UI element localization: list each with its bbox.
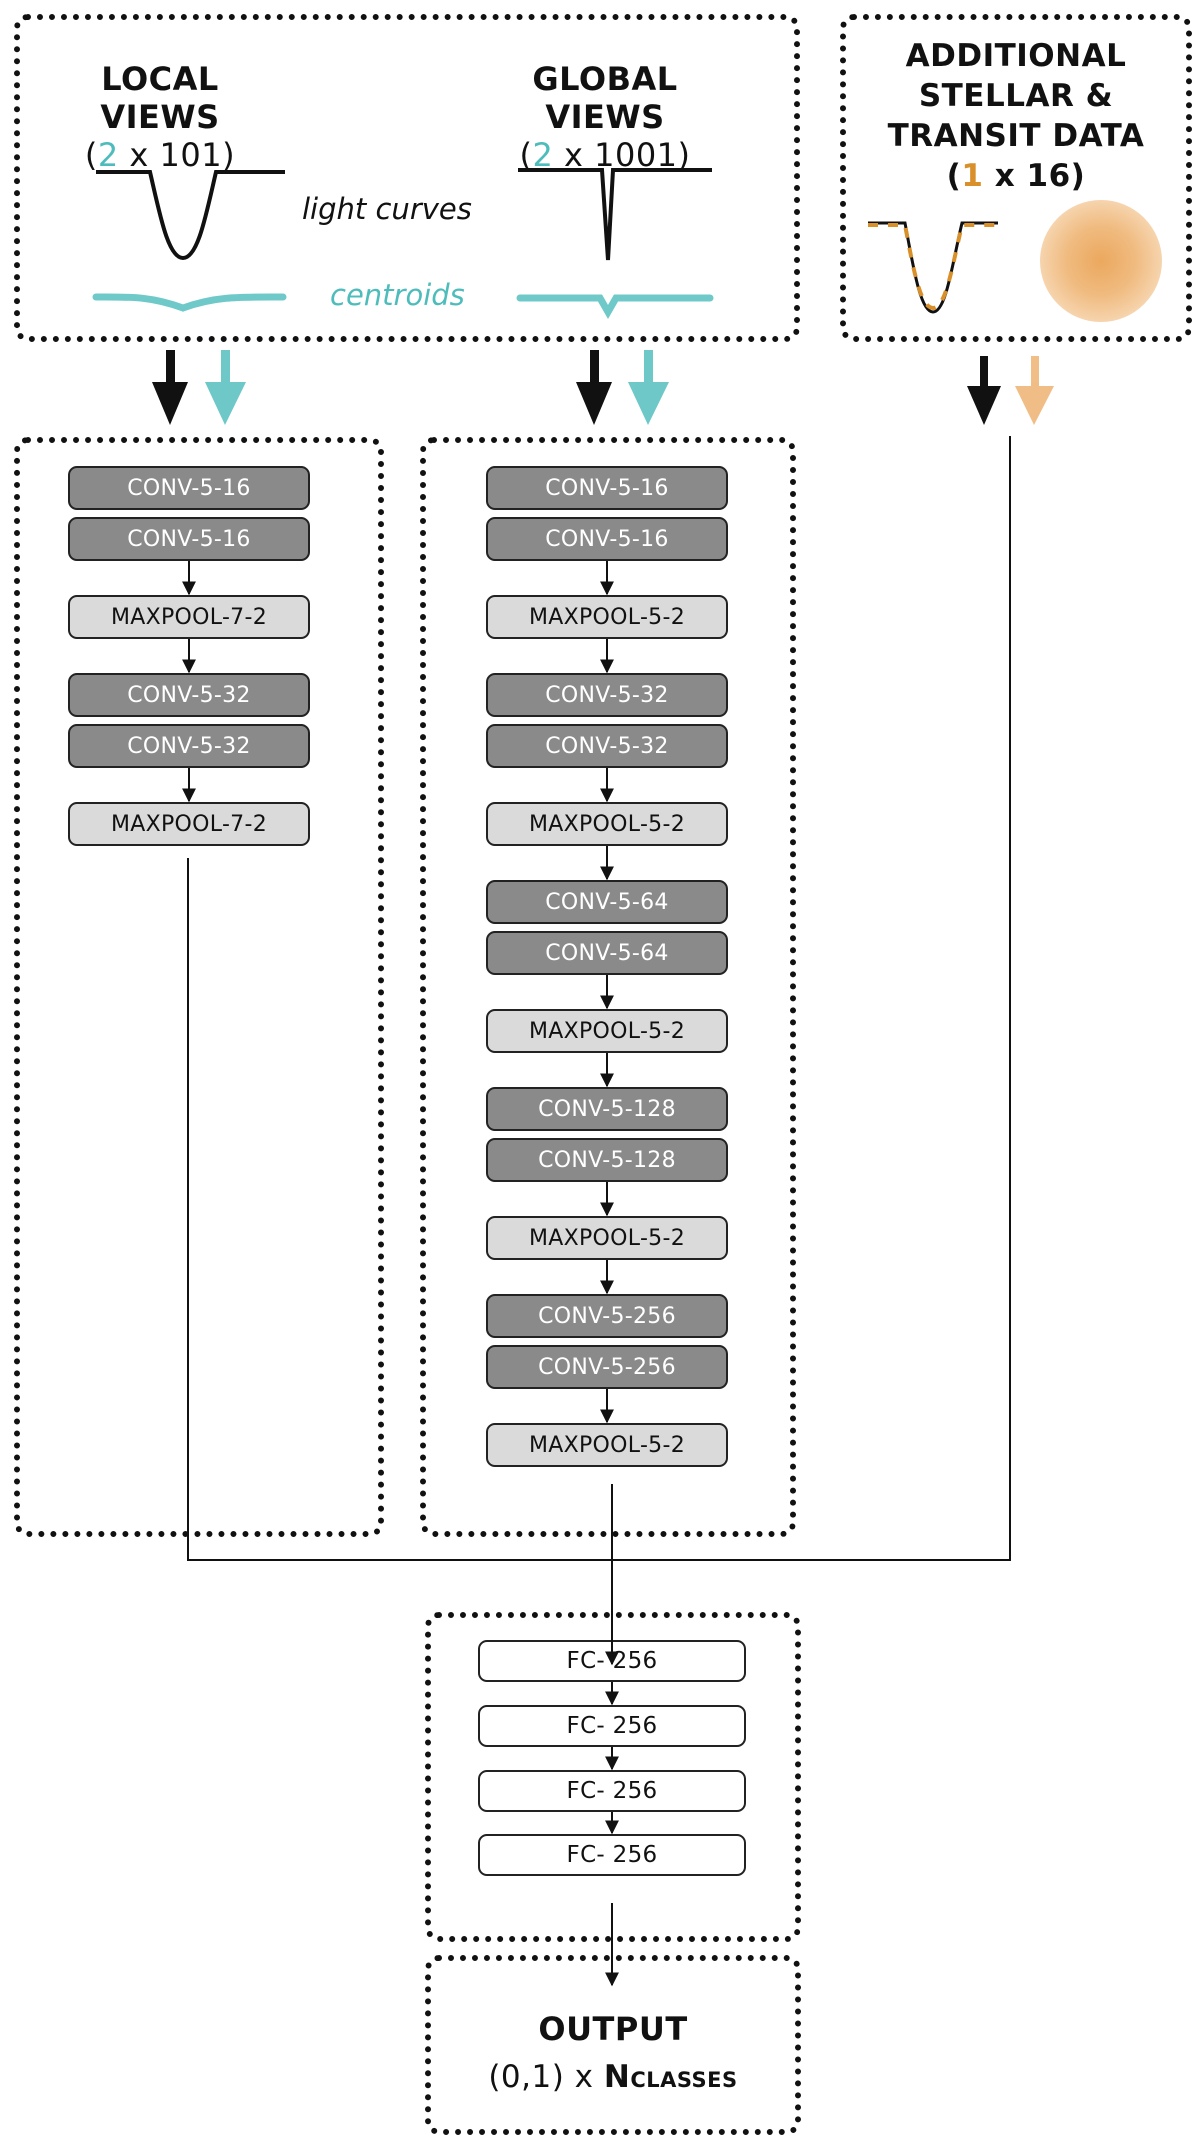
conv-layer: CONV-5-16 xyxy=(486,517,728,561)
centroids-label: centroids xyxy=(330,278,465,312)
local-channel-count: 2 xyxy=(97,136,119,174)
conv-layer: CONV-5-32 xyxy=(68,724,310,768)
maxpool-layer: MAXPOOL-7-2 xyxy=(68,802,310,846)
global-views-label: GLOBAL VIEWS xyxy=(532,60,678,136)
additional-data-dims: (1 x 16) xyxy=(946,158,1086,194)
conv-layer: CONV-5-32 xyxy=(68,673,310,717)
global-branch-box xyxy=(420,437,796,1537)
maxpool-layer: MAXPOOL-5-2 xyxy=(486,802,728,846)
conv-layer: CONV-5-32 xyxy=(486,673,728,717)
maxpool-layer: MAXPOOL-5-2 xyxy=(486,595,728,639)
global-channel-count: 2 xyxy=(532,136,554,174)
fc-layer: FC- 256 xyxy=(478,1770,746,1812)
local-branch-connector xyxy=(187,858,612,1561)
conv-layer: CONV-5-16 xyxy=(68,466,310,510)
maxpool-layer: MAXPOOL-5-2 xyxy=(486,1216,728,1260)
conv-layer: CONV-5-256 xyxy=(486,1294,728,1338)
additional-data-box xyxy=(840,14,1192,342)
global-centroid-arrow xyxy=(628,350,669,425)
global-centroid-icon xyxy=(516,294,714,320)
conv-layer: CONV-5-128 xyxy=(486,1138,728,1182)
maxpool-layer: MAXPOOL-5-2 xyxy=(486,1009,728,1053)
global-views-dims: (2 x 1001) xyxy=(519,136,691,174)
local-lightcurve-arrow xyxy=(152,350,188,425)
additional-data-arrow xyxy=(967,356,1001,425)
output-title: OUTPUT xyxy=(538,2010,688,2048)
light-curves-label: light curves xyxy=(302,192,472,226)
local-centroid-icon xyxy=(92,293,287,312)
conv-layer: CONV-5-128 xyxy=(486,1087,728,1131)
maxpool-layer: MAXPOOL-5-2 xyxy=(486,1423,728,1467)
additional-data-connector xyxy=(612,436,1011,1561)
conv-layer: CONV-5-16 xyxy=(68,517,310,561)
output-shape: (0,1) x Nclasses xyxy=(488,2059,738,2095)
additional-transit-curve-icon xyxy=(868,221,998,314)
additional-stellar-arrow xyxy=(1015,356,1054,425)
local-views-dims: (2 x 101) xyxy=(84,136,236,174)
input-views-box xyxy=(14,14,800,342)
conv-layer: CONV-5-32 xyxy=(486,724,728,768)
local-views-title: LOCAL VIEWS (2 x 101) xyxy=(40,60,280,174)
maxpool-layer: MAXPOOL-7-2 xyxy=(68,595,310,639)
local-light-curve-icon xyxy=(96,170,285,261)
additional-channel-count: 1 xyxy=(961,158,984,194)
fc-layer: FC- 256 xyxy=(478,1705,746,1747)
local-views-label: LOCAL VIEWS xyxy=(100,60,220,136)
conv-layer: CONV-5-64 xyxy=(486,880,728,924)
additional-data-title: ADDITIONAL STELLAR & TRANSIT DATA (1 x 1… xyxy=(850,36,1182,196)
fc-layer: FC- 256 xyxy=(478,1834,746,1876)
global-views-title: GLOBAL VIEWS (2 x 1001) xyxy=(470,60,740,174)
star-icon xyxy=(1040,200,1162,322)
conv-layer: CONV-5-64 xyxy=(486,931,728,975)
global-light-curve-icon xyxy=(518,168,712,261)
conv-layer: CONV-5-16 xyxy=(486,466,728,510)
local-branch-box xyxy=(14,437,384,1537)
local-centroid-arrow xyxy=(205,350,246,425)
conv-layer: CONV-5-256 xyxy=(486,1345,728,1389)
global-lightcurve-arrow xyxy=(576,350,612,425)
